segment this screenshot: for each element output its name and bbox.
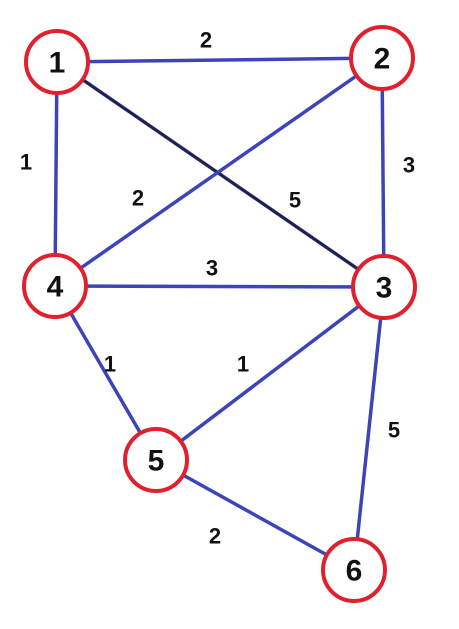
edge-weight-1-3: 5 xyxy=(289,188,301,213)
edge-5-6 xyxy=(154,458,356,572)
edge-1-2 xyxy=(55,56,384,64)
node-label-3: 3 xyxy=(376,272,393,305)
node-4: 4 xyxy=(22,253,88,319)
node-circle-2 xyxy=(349,25,415,91)
edge-4-5 xyxy=(53,284,158,462)
edge-weight-3-5: 1 xyxy=(237,352,249,377)
edge-weight-1-4: 1 xyxy=(20,150,32,175)
node-label-1: 1 xyxy=(49,47,66,80)
edge-weight-2-4: 2 xyxy=(132,186,144,211)
edge-weight-2-3: 3 xyxy=(403,153,415,178)
node-circle-6 xyxy=(321,537,387,603)
node-label-6: 6 xyxy=(346,555,363,588)
edge-3-6 xyxy=(352,285,386,572)
edge-weight-4-3: 3 xyxy=(206,256,218,281)
node-circle-1 xyxy=(24,29,90,95)
node-2: 2 xyxy=(349,25,415,91)
edge-2-4 xyxy=(53,56,384,288)
node-circle-4 xyxy=(22,253,88,319)
edge-weight-5-6: 2 xyxy=(209,524,221,549)
node-6: 6 xyxy=(321,537,387,603)
node-3: 3 xyxy=(351,254,417,320)
node-5: 5 xyxy=(123,427,189,493)
node-label-2: 2 xyxy=(374,43,391,76)
edge-weight-1-2: 2 xyxy=(200,28,212,53)
node-label-5: 5 xyxy=(148,445,165,478)
edge-4-3 xyxy=(53,284,386,289)
edge-weights-layer: 2 1 5 2 3 3 1 1 5 2 xyxy=(20,28,415,549)
edges-layer xyxy=(53,56,386,572)
node-label-4: 4 xyxy=(47,271,64,304)
edge-2-3 xyxy=(380,56,386,289)
edge-3-5 xyxy=(154,285,386,462)
node-circle-3 xyxy=(351,254,417,320)
node-1: 1 xyxy=(24,29,90,95)
edge-1-3-shade xyxy=(56,60,385,289)
edge-1-4 xyxy=(53,60,59,288)
edge-weight-3-6: 5 xyxy=(388,418,400,443)
edge-weight-4-5: 1 xyxy=(104,352,116,377)
nodes-layer: 1 2 3 4 5 6 xyxy=(22,25,417,603)
node-circle-5 xyxy=(123,427,189,493)
